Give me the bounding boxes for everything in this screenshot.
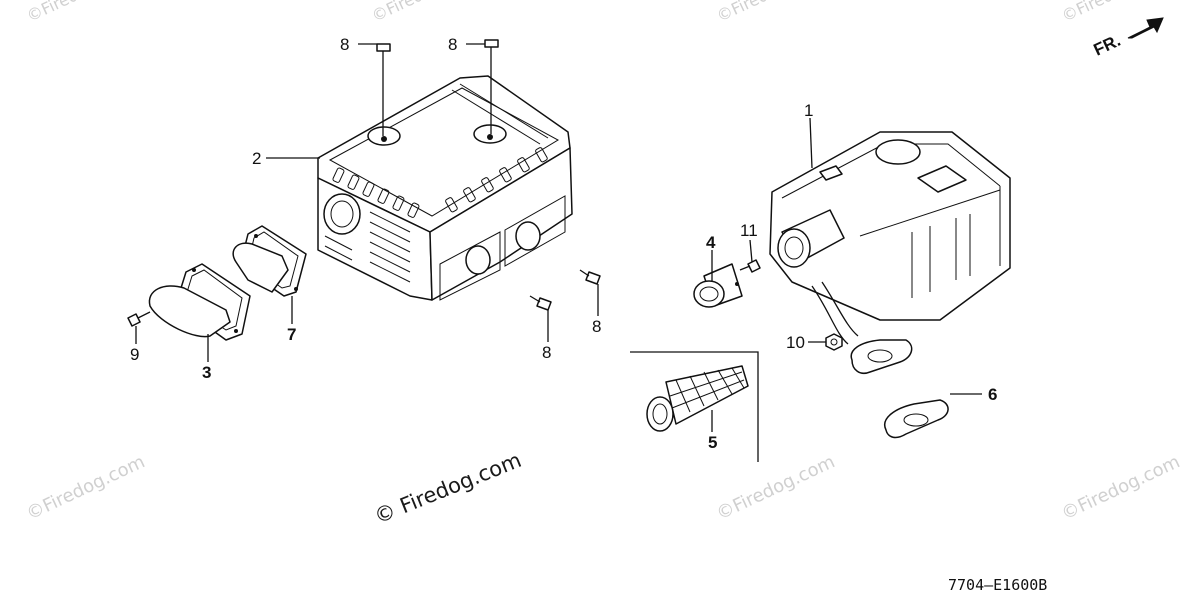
watermark-bottom-2: ©Firedog.com [713,451,838,524]
front-arrow-icon [1127,17,1164,39]
front-direction-indicator: FR. [1091,17,1164,60]
callout-part-10: 10 [786,333,805,352]
callout-part-5: 5 [708,433,717,452]
callout-part-2: 2 [252,149,261,168]
callout-part-9: 9 [130,345,139,364]
screw-part-11 [739,259,761,273]
screw-part-9 [127,311,151,327]
spark-arrester-part-5 [630,351,759,462]
exhaust-cover-part-3 [148,263,251,341]
callout-part-3: 3 [202,363,211,382]
bolt-part-8-d [529,295,552,311]
callout-part-8-top-right: 8 [448,35,457,54]
drawing-code: 7704—E1600B [948,576,1047,594]
bolt-part-8-b [484,39,499,60]
callout-part-1: 1 [804,101,813,120]
watermark-bottom-1: ©Firedog.com [23,451,148,524]
watermark-top-2: ©Firedog.com [369,0,480,26]
callout-part-6: 6 [988,385,997,404]
muffler-part-1 [769,131,1011,374]
exhaust-elbow-part-7 [232,225,307,297]
callout-part-8-top-left: 8 [340,35,349,54]
watermark-top-1: ©Firedog.com [24,0,135,26]
callout-part-11: 11 [740,221,758,240]
callout-part-8-right: 8 [592,317,601,336]
watermark-top-3: ©Firedog.com [714,0,825,26]
muffler-protector-part-2 [317,75,573,301]
bolt-part-8-a [376,43,391,62]
spark-arrester-cap-part-4 [693,263,743,308]
front-label: FR. [1091,31,1124,60]
callouts: 1 2 3 4 5 6 7 8 8 8 8 9 10 11 [130,35,997,452]
callout-part-4: 4 [706,233,716,252]
gasket-part-6 [883,399,949,439]
watermark-bottom-3: ©Firedog.com [1058,451,1183,524]
callout-part-7: 7 [287,325,296,344]
bolt-part-8-c [579,269,601,285]
watermark-main: © Firedog.com [371,448,525,529]
nut-part-10 [825,333,843,351]
callout-part-8-bottom: 8 [542,343,551,362]
leader-lines [135,43,982,432]
